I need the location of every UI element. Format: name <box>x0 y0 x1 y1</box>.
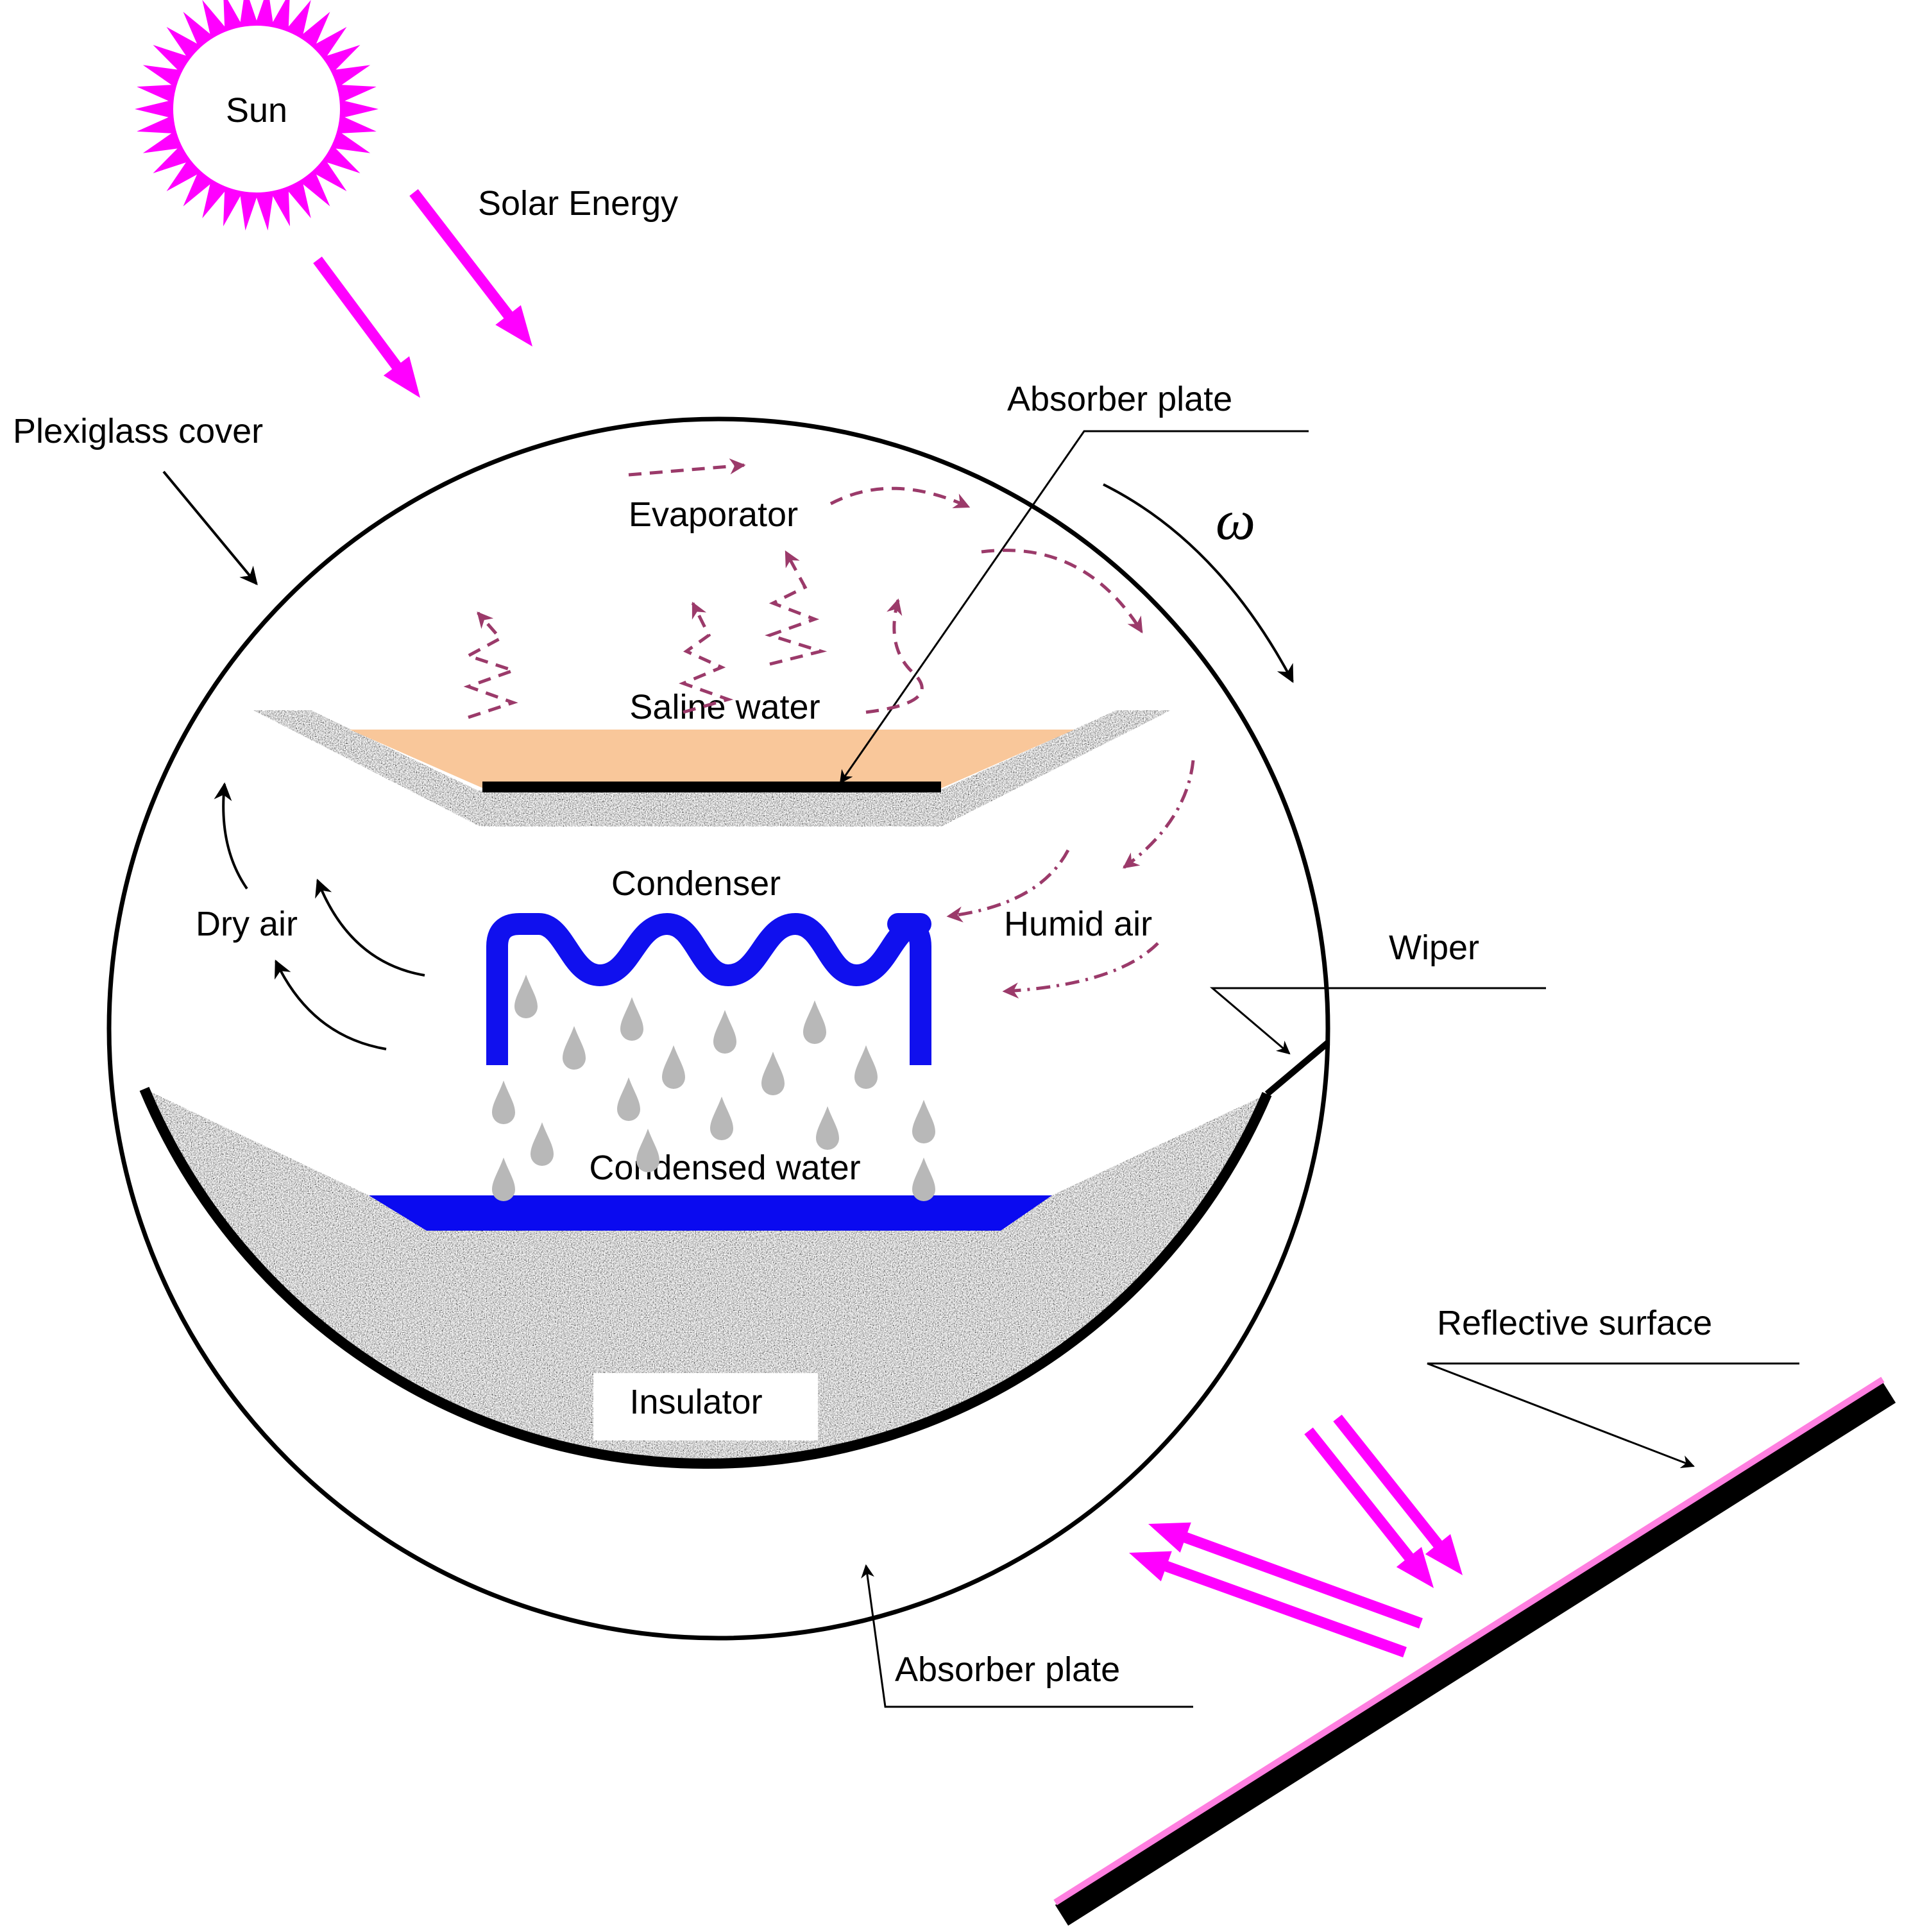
condensed-water <box>369 1195 1052 1231</box>
reflected-solar-arrows <box>1129 1414 1463 1657</box>
plexiglass-cover <box>106 416 1330 1641</box>
reflector-body <box>1055 1381 1896 1926</box>
droplet <box>636 1129 659 1172</box>
wiper <box>1264 1040 1330 1097</box>
vapor-arrow <box>865 598 924 714</box>
absorber-plate-top-leader <box>839 430 1309 784</box>
insulator-label: Insulator <box>629 1383 762 1421</box>
solar-arrow-right <box>409 189 532 346</box>
reflective-surface <box>1053 1376 1896 1926</box>
dry-air-arrow <box>214 782 248 890</box>
vapor-arrow <box>981 549 1144 634</box>
vapor-arrow <box>628 458 746 477</box>
dry-air-arrow <box>275 959 387 1050</box>
solar-arrow-incident <box>1304 1427 1434 1588</box>
absorber-plate-bottom <box>139 1086 1272 1469</box>
droplet <box>816 1106 839 1150</box>
solar-energy-label: Solar Energy <box>478 184 678 223</box>
wiper-label: Wiper <box>1389 928 1479 967</box>
droplet <box>531 1122 554 1166</box>
absorber-plate-top-label: Absorber plate <box>1007 380 1232 418</box>
evaporator-tray <box>253 710 1171 826</box>
droplet <box>514 975 538 1018</box>
droplet <box>492 1081 515 1124</box>
humid-air-arrow <box>1122 760 1195 869</box>
sun-label: Sun <box>226 91 287 130</box>
droplet <box>492 1158 515 1201</box>
solar-arrow-reflected <box>1129 1551 1407 1657</box>
insulator-label-box <box>593 1373 818 1440</box>
dry-air-arrow <box>315 878 425 977</box>
reflective-surface-leader <box>1427 1362 1799 1468</box>
humid-air-label: Humid air <box>1004 905 1152 943</box>
droplet <box>854 1045 878 1089</box>
saline-water <box>350 730 1074 788</box>
solar-arrow-left <box>313 256 420 398</box>
saline-water-label: Saline water <box>629 688 820 726</box>
solar-arrow-reflected <box>1148 1522 1423 1629</box>
plexiglass-cover-pointer <box>162 470 258 586</box>
absorber-plate-top <box>482 782 941 792</box>
plexiglass-cover-label: Plexiglass cover <box>13 412 263 450</box>
insulator <box>144 1089 1267 1464</box>
condensed-water-label: Condensed water <box>589 1149 860 1187</box>
droplet <box>912 1100 935 1143</box>
omega-symbol: ω <box>1216 490 1255 552</box>
evaporator-label: Evaporator <box>629 495 798 534</box>
droplet <box>713 1010 736 1054</box>
droplet <box>803 1000 826 1044</box>
dry-air-flow <box>214 782 425 1050</box>
humid-air-flow <box>946 760 1195 999</box>
humid-air-arrow <box>1002 942 1159 999</box>
vapor-arrow <box>463 611 518 719</box>
solar-energy-arrows <box>313 189 532 398</box>
vapor-arrow <box>765 550 828 666</box>
vapor-arrow <box>679 601 734 714</box>
droplet <box>761 1052 785 1095</box>
condenser-label: Condenser <box>611 864 781 903</box>
sun: Sun <box>135 0 378 231</box>
solar-arrow-incident <box>1333 1414 1463 1575</box>
droplet <box>563 1026 586 1070</box>
droplet <box>710 1097 733 1140</box>
absorber-plate-bottom-label: Absorber plate <box>895 1650 1120 1689</box>
droplet <box>912 1158 935 1201</box>
droplet <box>620 997 643 1041</box>
reflector-edge <box>1053 1376 1885 1906</box>
vapor-arrow <box>829 486 971 509</box>
droplet <box>662 1045 685 1089</box>
absorber-plate-bottom-leader <box>861 1564 1193 1708</box>
condenser <box>486 913 931 1065</box>
reflective-surface-label: Reflective surface <box>1437 1304 1712 1342</box>
humid-air-arrow <box>946 849 1070 923</box>
dry-air-label: Dry air <box>196 905 298 943</box>
vapor-flow <box>463 458 1144 719</box>
wiper-leader-line <box>1209 987 1546 1055</box>
rotation-arrow <box>1103 483 1294 683</box>
sun-disc <box>173 26 340 192</box>
droplet <box>617 1077 640 1121</box>
